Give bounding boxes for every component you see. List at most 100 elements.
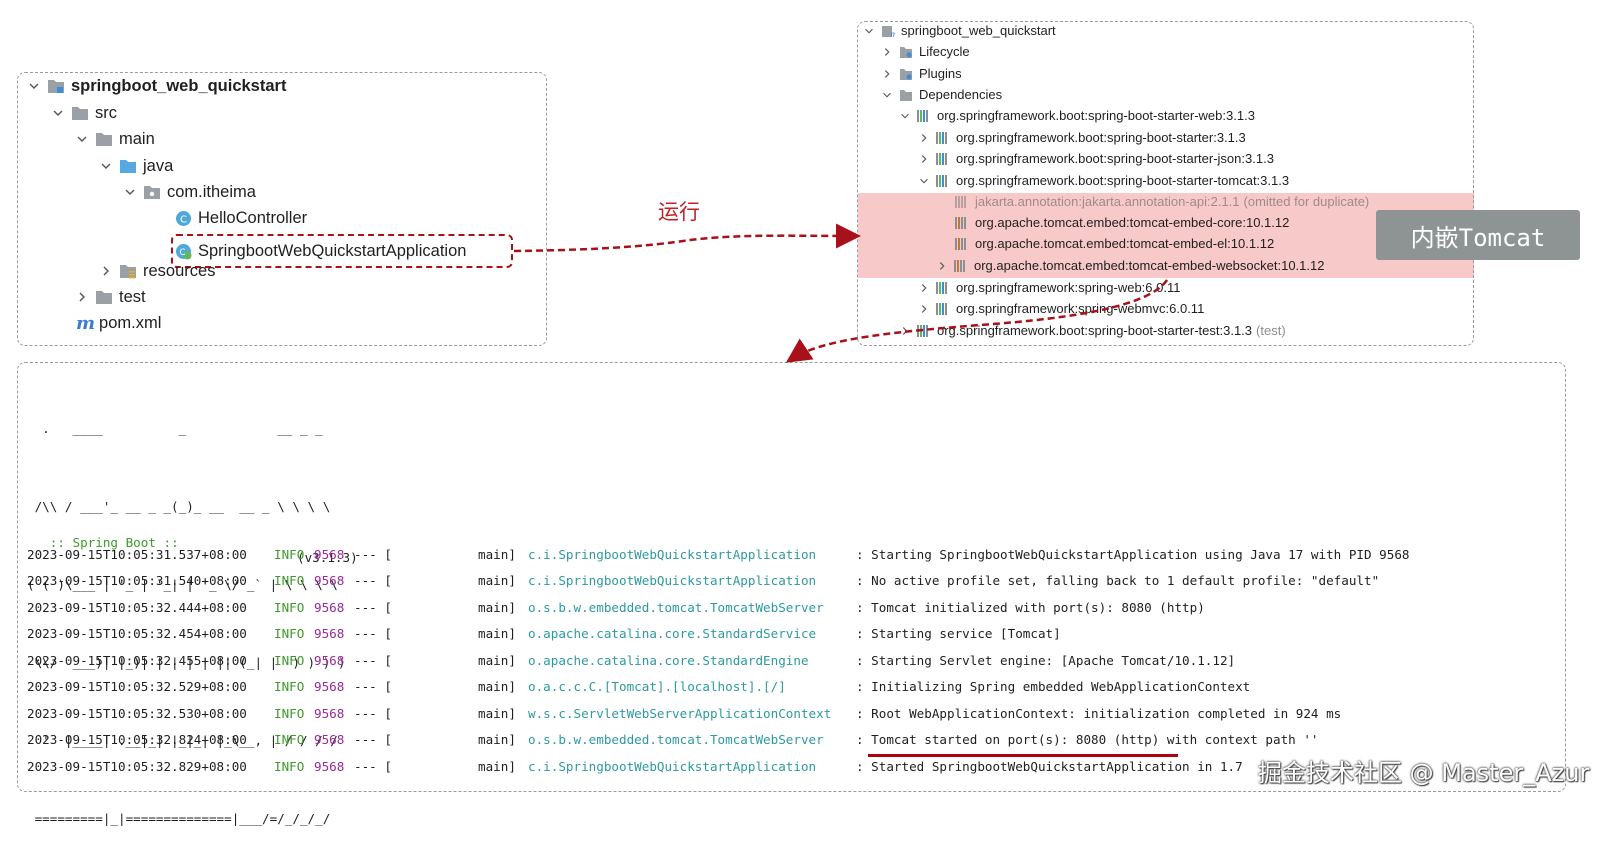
dependency-item[interactable]: org.apache.tomcat.embed:tomcat-embed-web… xyxy=(936,255,1324,276)
dependency-label: org.springframework.boot:spring-boot-sta… xyxy=(956,130,1246,145)
chevron-right-icon[interactable] xyxy=(881,46,893,58)
chevron-right-icon[interactable] xyxy=(75,290,89,304)
log-separator: --- [ xyxy=(354,626,392,641)
log-timestamp: 2023-09-15T10:05:31.540+08:00 xyxy=(27,573,247,588)
log-level: INFO xyxy=(274,679,305,694)
tree-node-application-class[interactable]: C SpringbootWebQuickstartApplication xyxy=(175,239,466,263)
chevron-right-icon[interactable] xyxy=(936,260,948,272)
chevron-right-icon[interactable] xyxy=(918,282,930,294)
embedded-tomcat-badge: 内嵌Tomcat xyxy=(1376,210,1580,260)
chevron-down-icon[interactable] xyxy=(75,132,89,146)
chevron-down-icon[interactable] xyxy=(918,175,930,187)
tree-node-project-root[interactable]: springboot_web_quickstart xyxy=(27,74,286,98)
maven-lifecycle-node[interactable]: Lifecycle xyxy=(881,41,970,62)
log-thread: main] xyxy=(478,758,516,774)
log-pid: 9568 xyxy=(314,705,345,721)
log-logger: o.s.b.w.embedded.tomcat.TomcatWebServer xyxy=(528,599,824,615)
log-thread: main] xyxy=(478,546,516,562)
log-logger: c.i.SpringbootWebQuickstartApplication xyxy=(528,758,817,774)
library-icon xyxy=(917,109,928,122)
spring-boot-version: (v3.1.3) xyxy=(297,550,358,565)
chevron-down-icon[interactable] xyxy=(881,89,893,101)
dependency-item[interactable]: org.springframework:spring-web:6.0.11 xyxy=(918,277,1180,298)
dependency-item[interactable]: org.springframework:spring-webmvc:6.0.11 xyxy=(918,298,1204,319)
log-timestamp: 2023-09-15T10:05:32.829+08:00 xyxy=(27,758,247,774)
chevron-down-icon[interactable] xyxy=(899,110,911,122)
log-level: INFO xyxy=(274,573,305,588)
resources-label: resources xyxy=(143,261,216,280)
dependency-label: org.springframework.boot:spring-boot-sta… xyxy=(937,108,1255,123)
log-level: INFO xyxy=(274,626,305,641)
pom-label: pom.xml xyxy=(99,313,162,332)
dependency-item[interactable]: org.springframework.boot:spring-boot-sta… xyxy=(918,170,1289,191)
log-separator: --- [ xyxy=(354,599,392,615)
log-level: INFO xyxy=(274,546,305,562)
folder-icon xyxy=(72,107,88,120)
log-pid: 9568 xyxy=(314,652,345,668)
tree-node-main[interactable]: main xyxy=(75,127,155,151)
chevron-right-icon[interactable] xyxy=(918,303,930,315)
dependency-item[interactable]: org.apache.tomcat.embed:tomcat-embed-el:… xyxy=(955,233,1274,254)
dependency-item[interactable]: org.springframework.boot:spring-boot-sta… xyxy=(918,148,1274,169)
log-timestamp: 2023-09-15T10:05:32.444+08:00 xyxy=(27,599,247,615)
chevron-right-icon[interactable] xyxy=(99,264,113,278)
log-timestamp: 2023-09-15T10:05:32.454+08:00 xyxy=(27,626,247,641)
tree-node-resources[interactable]: resources xyxy=(99,259,215,283)
log-message: : Initializing Spring embedded WebApplic… xyxy=(856,679,1251,694)
library-icon xyxy=(936,281,947,294)
chevron-right-icon[interactable] xyxy=(881,68,893,80)
chevron-down-icon[interactable] xyxy=(123,185,137,199)
log-level: INFO xyxy=(274,705,305,721)
banner-line: =========|_|==============|___/=/_/_/_/ xyxy=(27,811,331,826)
tree-node-pom[interactable]: m pom.xml xyxy=(76,311,161,335)
log-thread: main] xyxy=(478,626,516,641)
lifecycle-folder-icon xyxy=(900,46,912,58)
library-icon xyxy=(955,216,966,229)
chevron-right-icon[interactable] xyxy=(899,325,911,337)
hello-controller-label: HelloController xyxy=(198,208,308,227)
log-thread: main] xyxy=(478,652,516,668)
tree-node-package[interactable]: com.itheima xyxy=(123,180,256,204)
banner-line: /\\ / ___'_ __ _ _(_)_ __ __ _ \ \ \ \ xyxy=(27,499,331,514)
log-separator: --- [ xyxy=(354,758,392,774)
tree-node-src[interactable]: src xyxy=(51,101,117,125)
log-pid: 9568 xyxy=(314,679,345,694)
tree-node-java[interactable]: java xyxy=(99,154,173,178)
maven-plugins-node[interactable]: Plugins xyxy=(881,63,962,84)
log-thread: main] xyxy=(478,679,516,694)
main-label: main xyxy=(119,129,155,148)
log-pid: 9568 xyxy=(314,599,345,615)
chevron-down-icon[interactable] xyxy=(99,159,113,173)
banner-line: ' |____| .__|_| |_|_| |_\__, | / / / / xyxy=(27,733,338,748)
chevron-down-icon[interactable] xyxy=(51,106,65,120)
log-separator: --- [ xyxy=(354,652,392,668)
chevron-down-icon[interactable] xyxy=(863,25,875,37)
log-level: INFO xyxy=(274,732,305,747)
log-pid: 9568 xyxy=(314,732,345,747)
chevron-right-icon[interactable] xyxy=(918,132,930,144)
tree-node-hello-controller[interactable]: C HelloController xyxy=(175,206,307,230)
dependency-item-omitted[interactable]: jakarta.annotation:jakarta.annotation-ap… xyxy=(955,191,1369,212)
maven-root-node[interactable]: m springboot_web_quickstart xyxy=(863,20,1056,41)
module-folder-icon xyxy=(48,80,64,93)
dependency-item[interactable]: org.springframework.boot:spring-boot-sta… xyxy=(899,105,1255,126)
svg-text:C: C xyxy=(179,248,185,258)
dependency-label: org.apache.tomcat.embed:tomcat-embed-web… xyxy=(974,258,1325,273)
svg-text:C: C xyxy=(180,214,187,225)
log-level: INFO xyxy=(274,652,305,668)
dependency-suffix: (omitted for duplicate) xyxy=(1243,194,1370,209)
log-message: : Starting SpringbootWebQuickstartApplic… xyxy=(856,546,1410,562)
chevron-down-icon[interactable] xyxy=(27,79,41,93)
dependency-label: org.springframework.boot:spring-boot-sta… xyxy=(937,323,1253,338)
dependency-item[interactable]: org.apache.tomcat.embed:tomcat-embed-cor… xyxy=(955,212,1289,233)
dependency-item[interactable]: org.springframework.boot:spring-boot-sta… xyxy=(899,320,1286,341)
src-label: src xyxy=(95,103,117,122)
maven-dependencies-node[interactable]: Dependencies xyxy=(881,84,1002,105)
log-message: : Starting service [Tomcat] xyxy=(856,626,1061,641)
run-arrow xyxy=(513,223,861,253)
dependency-item[interactable]: org.springframework.boot:spring-boot-sta… xyxy=(918,127,1246,148)
dependency-label: org.apache.tomcat.embed:tomcat-embed-el:… xyxy=(975,236,1275,251)
tree-node-test[interactable]: test xyxy=(75,285,146,309)
application-class-highlight-box xyxy=(171,234,513,268)
chevron-right-icon[interactable] xyxy=(918,153,930,165)
